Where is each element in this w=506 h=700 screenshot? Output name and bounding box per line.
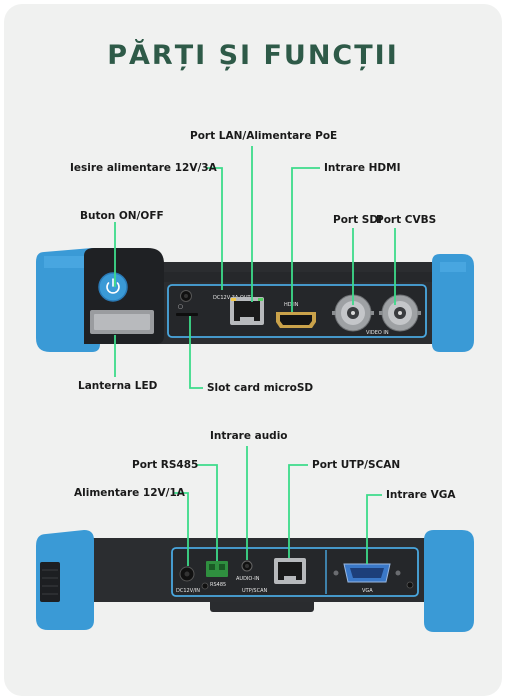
label-lan-poe: Port LAN/Alimentare PoE xyxy=(190,130,338,142)
terminal-block-icon[interactable] xyxy=(206,561,228,577)
top-leader-lines xyxy=(114,146,396,389)
label-vga-in: Intrare VGA xyxy=(386,489,456,501)
ethernet-port-icon[interactable] xyxy=(274,558,306,584)
utp-mark: UTP/SCAN xyxy=(242,588,267,594)
label-power-button: Buton ON/OFF xyxy=(80,210,164,222)
right-bumper xyxy=(432,254,474,352)
audio-mark: AUDIO-IN xyxy=(236,576,260,582)
rs485-mark: RS485 xyxy=(210,582,226,588)
top-device: ▢ DC12V 3A OUT HD IN xyxy=(36,248,474,352)
ethernet-port-icon[interactable] xyxy=(230,297,264,325)
bottom-leader-lines xyxy=(173,446,382,566)
dc-jack-icon[interactable] xyxy=(179,566,195,582)
label-power-in: Alimentare 12V/1A xyxy=(74,487,185,499)
dc-in-mark: DC12V/IN xyxy=(176,588,200,594)
left-bumper-bottom xyxy=(36,530,94,630)
label-audio-in: Intrare audio xyxy=(210,430,288,442)
power-icon xyxy=(106,278,120,294)
bnc-connector-icon[interactable] xyxy=(332,294,374,332)
page-title: PĂRȚI ȘI FUNCȚII xyxy=(107,40,399,71)
hdmi-port-icon[interactable] xyxy=(276,312,316,328)
video-in-mark: VIDEO IN xyxy=(366,330,389,336)
right-bumper-bottom xyxy=(424,530,474,632)
microsd-slot[interactable] xyxy=(176,313,198,316)
vga-port-icon[interactable] xyxy=(343,563,391,583)
vga-mark: VGA xyxy=(362,588,373,594)
label-sdi-port: Port SDI xyxy=(333,214,382,226)
label-power-out: Iesire alimentare 12V/3A xyxy=(70,162,217,174)
label-rs485: Port RS485 xyxy=(132,459,199,471)
label-cvbs-port: Port CVBS xyxy=(376,214,437,226)
bottom-device: DC12V/IN RS485 AUDIO-IN UTP/SCAN xyxy=(36,530,474,632)
label-microsd-slot: Slot card microSD xyxy=(207,382,314,394)
label-hdmi-in: Intrare HDMI xyxy=(324,162,401,174)
label-led-flashlight: Lanterna LED xyxy=(78,380,158,392)
power-button[interactable] xyxy=(98,272,128,302)
side-vent xyxy=(40,562,60,602)
svg-text:▢: ▢ xyxy=(178,304,183,310)
bnc-connector-icon[interactable] xyxy=(379,294,421,332)
label-utp-scan: Port UTP/SCAN xyxy=(312,459,401,471)
audio-jack-icon[interactable] xyxy=(241,560,253,572)
reset-hole xyxy=(201,582,209,590)
